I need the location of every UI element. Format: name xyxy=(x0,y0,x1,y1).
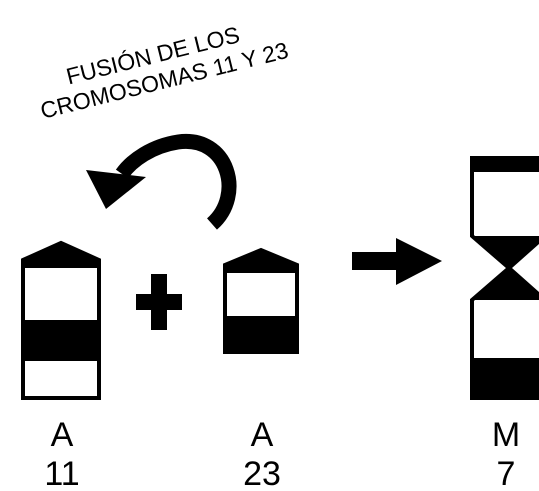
plus-sign-icon xyxy=(136,274,182,330)
chromosome-11 xyxy=(21,240,101,400)
result-arrow-icon xyxy=(352,238,442,285)
chromosome-23-number-label: 23 xyxy=(243,455,281,491)
chromosome-23 xyxy=(223,247,299,354)
chromosome-7-type-label: M xyxy=(492,416,520,454)
chromosome-7-number-label: 7 xyxy=(497,455,516,491)
chromosome-11-type-label: A xyxy=(51,416,74,454)
fusion-caption: FUSIÓN DE LOS CROMOSOMAS 11 Y 23 xyxy=(38,21,291,123)
chromosome-7 xyxy=(470,156,539,400)
curved-fusion-arrow-icon xyxy=(86,134,237,230)
chromosome-11-number-label: 11 xyxy=(44,455,79,491)
chromosome-23-type-label: A xyxy=(251,416,274,454)
